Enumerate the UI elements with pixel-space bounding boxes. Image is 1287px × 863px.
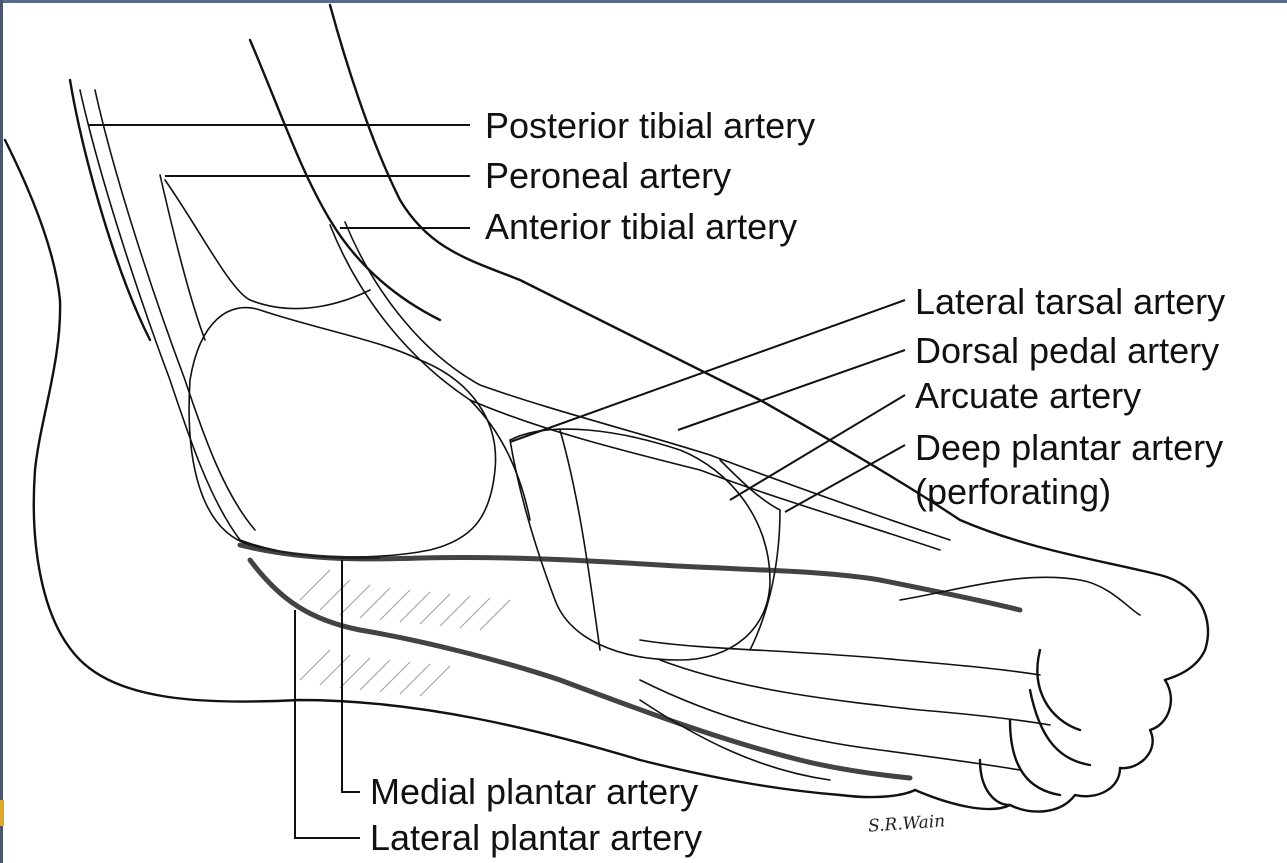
label-peroneal-artery: Peroneal artery	[485, 156, 731, 196]
leader-lateral-plantar	[295, 610, 360, 838]
label-medial-plantar-artery: Medial plantar artery	[370, 772, 698, 812]
label-posterior-tibial-artery: Posterior tibial artery	[485, 106, 815, 146]
shading	[300, 570, 510, 696]
label-anterior-tibial-artery: Anterior tibial artery	[485, 207, 797, 247]
label-lateral-tarsal-artery: Lateral tarsal artery	[915, 282, 1225, 322]
leader-medial-plantar	[342, 560, 360, 792]
leader-arcuate	[730, 395, 905, 500]
label-arcuate-artery: Arcuate artery	[915, 376, 1141, 416]
label-deep-plantar-note: (perforating)	[915, 472, 1111, 512]
label-lateral-plantar-artery: Lateral plantar artery	[370, 818, 702, 858]
label-deep-plantar-artery: Deep plantar artery	[915, 428, 1223, 468]
bone-outlines	[165, 180, 770, 660]
label-dorsal-pedal-artery: Dorsal pedal artery	[915, 331, 1219, 371]
